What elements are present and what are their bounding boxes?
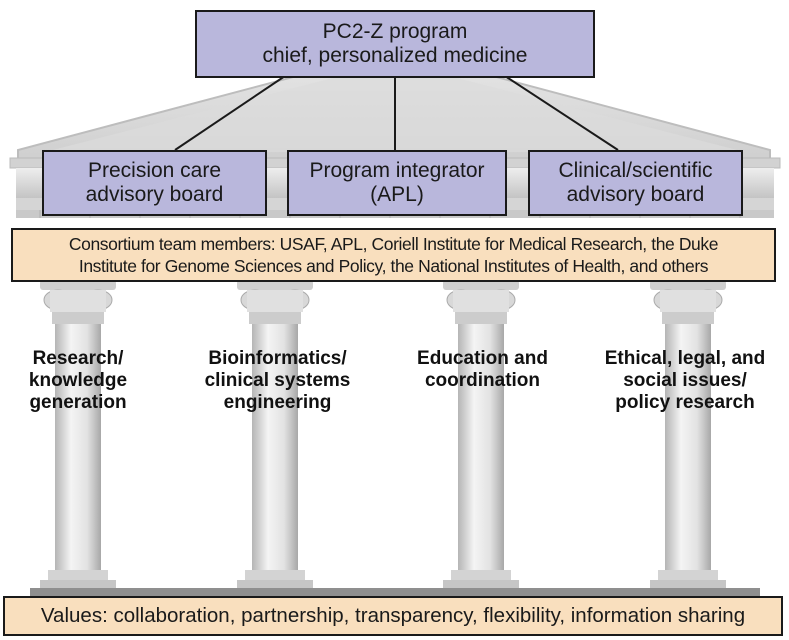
pillar-label-research-line2: knowledge <box>28 370 128 391</box>
chief-box: PC2-Z program chief, personalized medici… <box>195 10 595 78</box>
pillar-label-research-line3: generation <box>29 392 127 413</box>
program-integrator-box: Program integrator (APL) <box>287 150 507 216</box>
consortium-box: Consortium team members: USAF, APL, Cori… <box>11 228 776 282</box>
pillar-label-education-line2: coordination <box>424 370 541 391</box>
pillar-label-ethical-line3: policy research <box>615 392 755 413</box>
column-4 <box>650 280 726 592</box>
values-text: Values: collaboration, partnership, tran… <box>40 604 746 627</box>
pillar-label-bioinformatics-line1: Bioinformatics/ <box>208 348 347 369</box>
pillar-label-research-line1: Research/ <box>32 348 124 369</box>
temple-base <box>30 588 760 596</box>
connector-lines <box>174 75 619 151</box>
pillar-label-ethical-line2: social issues/ <box>623 370 747 391</box>
chief-subtitle: chief, personalized medicine <box>262 44 528 67</box>
pillar-label-research: Research/ knowledge generation <box>8 348 148 414</box>
precision-care-board-box: Precision care advisory board <box>42 150 267 216</box>
pillar-label-education-line1: Education and <box>417 348 548 369</box>
pillar-label-education: Education and coordination <box>400 348 565 392</box>
program-integrator-line2: (APL) <box>370 183 424 206</box>
program-integrator-line1: Program integrator <box>309 159 485 182</box>
pillar-label-ethical-line1: Ethical, legal, and <box>604 348 766 369</box>
consortium-line1: Consortium team members: USAF, APL, Cori… <box>68 234 719 254</box>
clinical-scientific-board-box: Clinical/scientific advisory board <box>528 150 743 216</box>
column-1 <box>40 280 116 592</box>
clinical-scientific-board-line2: advisory board <box>566 183 705 206</box>
precision-care-board-line1: Precision care <box>87 159 222 182</box>
consortium-line2: Institute for Genome Sciences and Policy… <box>78 256 709 276</box>
column-2 <box>237 280 313 592</box>
column-3 <box>443 280 519 592</box>
clinical-scientific-board-line1: Clinical/scientific <box>558 159 713 182</box>
precision-care-board-line2: advisory board <box>85 183 224 206</box>
values-box: Values: collaboration, partnership, tran… <box>3 596 783 636</box>
chief-title: PC2-Z program <box>322 20 468 43</box>
pillar-label-bioinformatics-line2: clinical systems <box>204 370 351 391</box>
pillar-label-bioinformatics: Bioinformatics/ clinical systems enginee… <box>190 348 365 414</box>
pillar-label-bioinformatics-line3: engineering <box>223 392 332 413</box>
pillar-label-ethical: Ethical, legal, and social issues/ polic… <box>585 348 785 414</box>
